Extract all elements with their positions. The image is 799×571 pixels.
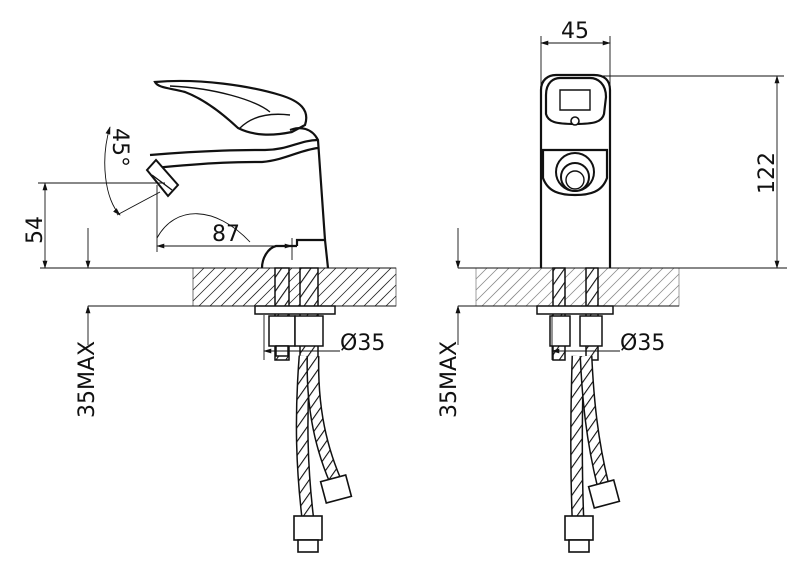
countertop-front <box>458 267 787 307</box>
dim-height-total: 122 <box>600 75 784 269</box>
max-thickness-right-label: 35MAX <box>437 341 462 418</box>
dim-hole-diameter-left: Ø35 <box>263 315 385 360</box>
hoses-front <box>564 355 621 553</box>
hole-diameter-left-label: Ø35 <box>340 331 385 356</box>
width-label: 45 <box>561 19 589 44</box>
dim-hole-diameter-right: Ø35 <box>551 315 665 360</box>
dim-max-thickness-right: 35MAX <box>437 228 462 418</box>
faucet-body-side <box>145 79 330 269</box>
dim-reach: 87 <box>156 185 293 260</box>
front-view: 45 122 35MAX Ø35 <box>437 19 787 553</box>
dim-height-spout: 54 <box>23 182 165 269</box>
hoses-side <box>293 355 353 553</box>
side-view: 45° 54 87 35MAX <box>23 79 397 553</box>
dim-width: 45 <box>540 19 611 90</box>
angle-label: 45° <box>107 128 132 167</box>
reach-label: 87 <box>212 222 240 247</box>
hole-diameter-right-label: Ø35 <box>620 331 665 356</box>
angle-arc: 45° <box>104 126 161 216</box>
dim-max-thickness-left: 35MAX <box>75 228 100 418</box>
countertop-side <box>40 267 397 307</box>
height-total-label: 122 <box>755 152 780 194</box>
faucet-body-front <box>539 73 612 268</box>
max-thickness-left-label: 35MAX <box>75 341 100 418</box>
mounting-shank-side <box>254 267 336 361</box>
mounting-shank-front <box>536 267 614 361</box>
height-spout-label: 54 <box>23 216 48 244</box>
